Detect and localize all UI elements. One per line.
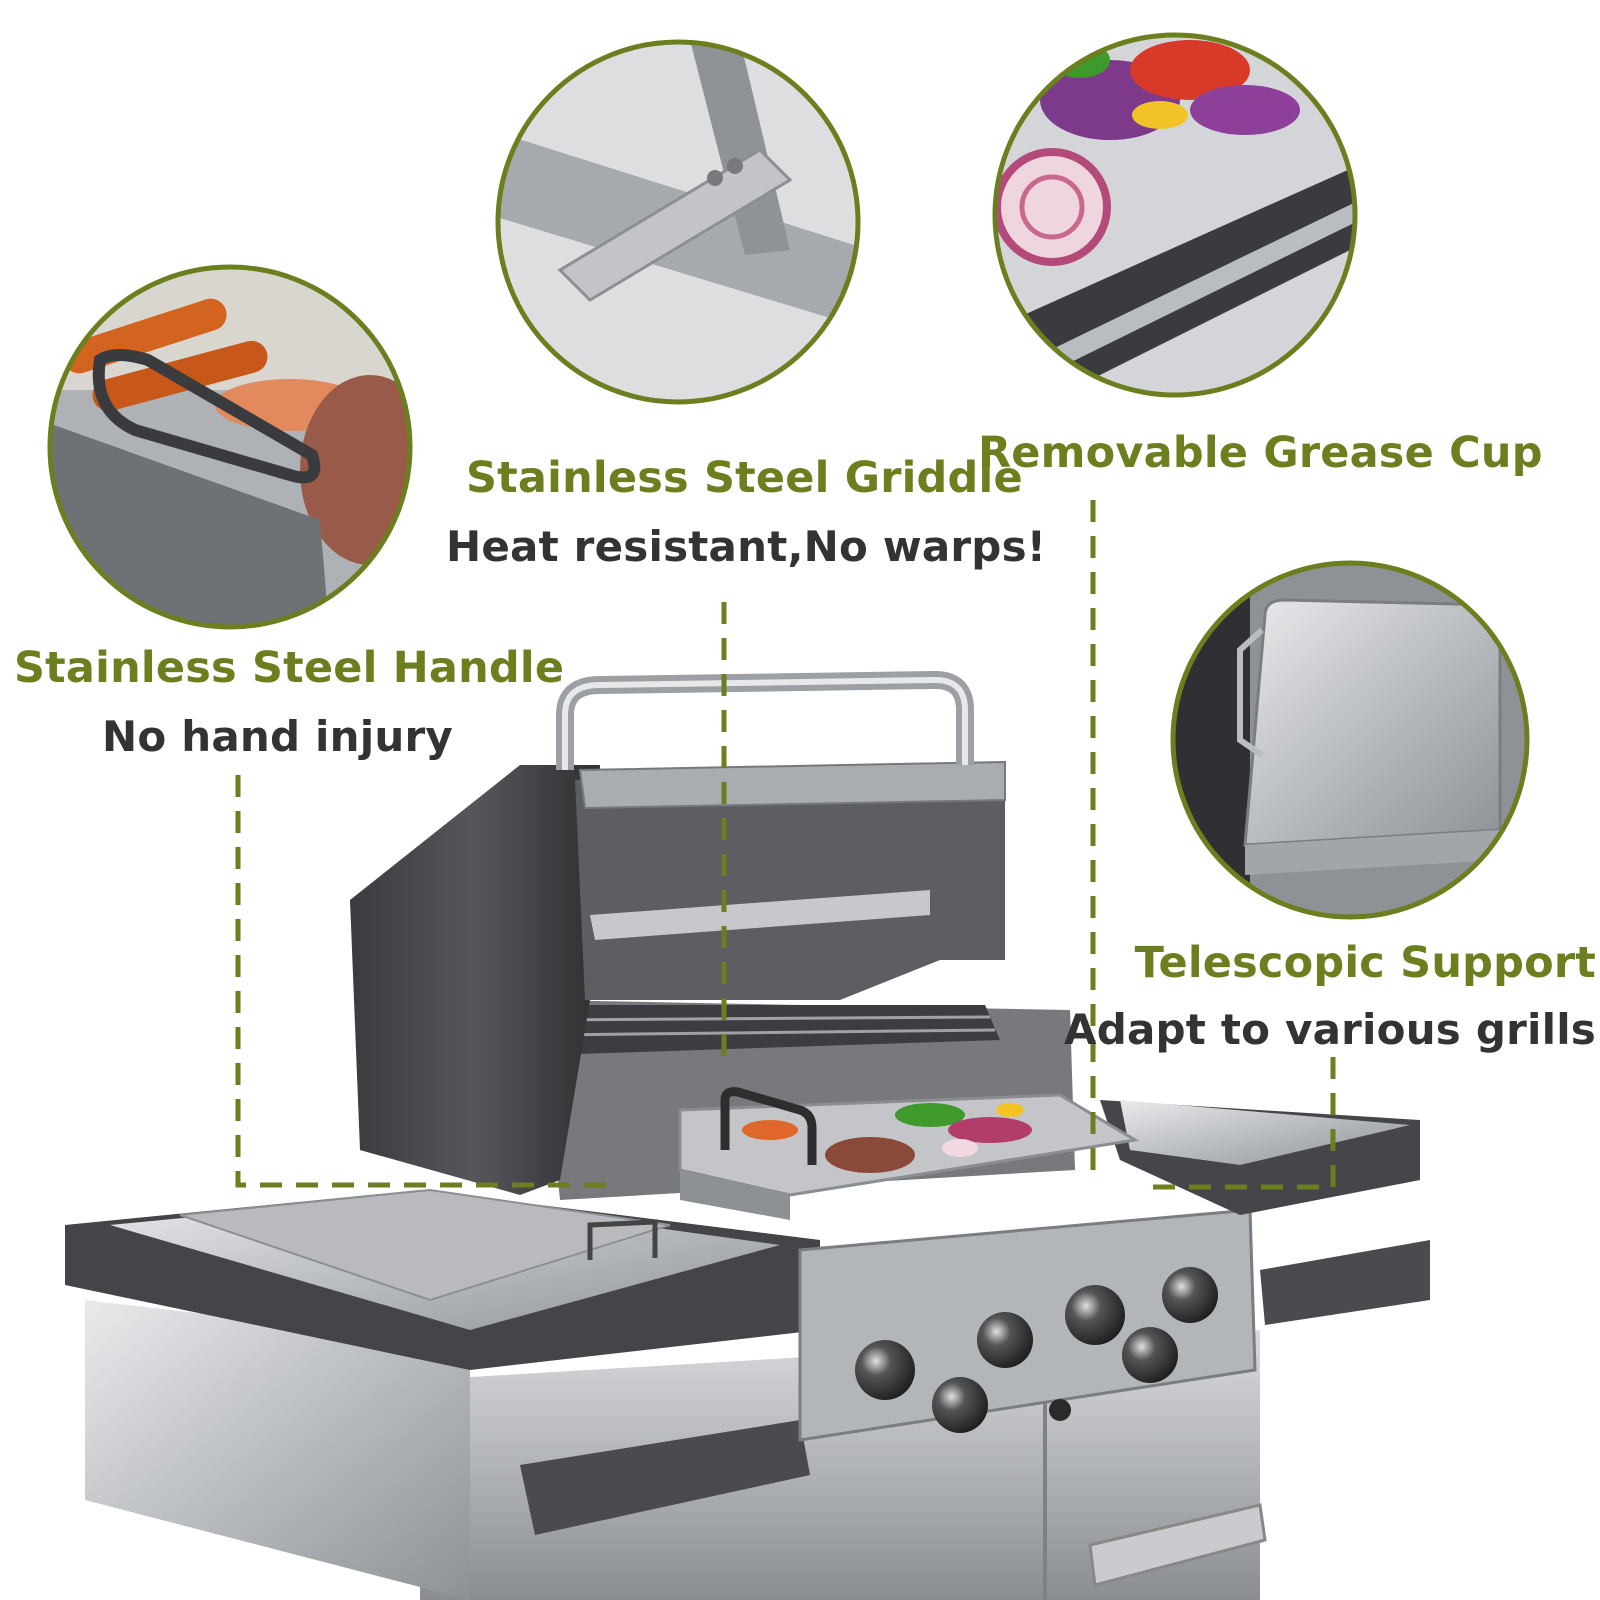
- handle-callout-line: [235, 775, 620, 1188]
- griddle-plate: [678, 1093, 1140, 1197]
- support-callout-line: [1150, 1057, 1336, 1190]
- knob-3: [977, 1312, 1033, 1368]
- grease-cup-title: Removable Grease Cup: [978, 428, 1543, 478]
- warming-rack: [590, 890, 930, 940]
- griddle-title: Stainless Steel Griddle: [466, 453, 1023, 503]
- grill-lid: [350, 670, 1006, 1195]
- knob-5: [1122, 1327, 1178, 1383]
- handle-subtitle: No hand injury: [102, 712, 453, 761]
- grease-cup-closeup-ring: [992, 32, 1358, 398]
- grill-illustration: [65, 670, 1430, 1600]
- lid-handle-highlight: [562, 676, 968, 770]
- right-side-table-top: [1120, 1100, 1410, 1165]
- handle-closeup-photo: [50, 267, 410, 627]
- griddle-closeup-photo: [498, 42, 858, 402]
- support-subtitle: Adapt to various grills: [1064, 1005, 1596, 1054]
- knob-1: [855, 1340, 915, 1400]
- knob-2: [932, 1377, 988, 1433]
- griddle-on-grill: [678, 1087, 1140, 1220]
- food-broccoli: [895, 1103, 965, 1127]
- handle-title: Stainless Steel Handle: [14, 643, 565, 693]
- lid-front-edge: [578, 760, 1006, 810]
- cabinet-door-handle: [1088, 1503, 1267, 1587]
- food-sausage: [742, 1120, 798, 1140]
- griddle-handle: [720, 1087, 817, 1165]
- igniter-button: [1049, 1399, 1071, 1421]
- griddle-subtitle: Heat resistant,No warps!: [446, 522, 1047, 571]
- side-burner-lid: [179, 1188, 671, 1302]
- food-onion: [942, 1139, 978, 1157]
- side-burner-handle: [587, 1219, 658, 1260]
- left-cart-body: [85, 1300, 470, 1600]
- griddle-front-edge: [680, 1170, 790, 1220]
- food-steak: [825, 1137, 915, 1173]
- lid-interior: [575, 770, 1005, 1000]
- cooking-grates: [540, 1005, 1000, 1055]
- support-title: Telescopic Support: [1134, 938, 1596, 988]
- lid-side-panel: [350, 765, 600, 1195]
- food-pepper: [996, 1103, 1024, 1117]
- control-knobs: [855, 1267, 1218, 1433]
- knob-6: [1162, 1267, 1218, 1323]
- grease-cup-closeup-photo: [995, 35, 1355, 395]
- callout-lines: [235, 500, 1336, 1190]
- lid-handle: [556, 670, 974, 770]
- griddle-closeup-ring: [495, 39, 861, 405]
- right-towel-bar: [1260, 1240, 1430, 1325]
- left-towel-bar: [520, 1420, 810, 1535]
- food-vegetables: [948, 1117, 1032, 1143]
- handle-closeup-ring: [47, 264, 413, 630]
- knob-4: [1065, 1285, 1125, 1345]
- support-closeup-ring: [1170, 560, 1530, 920]
